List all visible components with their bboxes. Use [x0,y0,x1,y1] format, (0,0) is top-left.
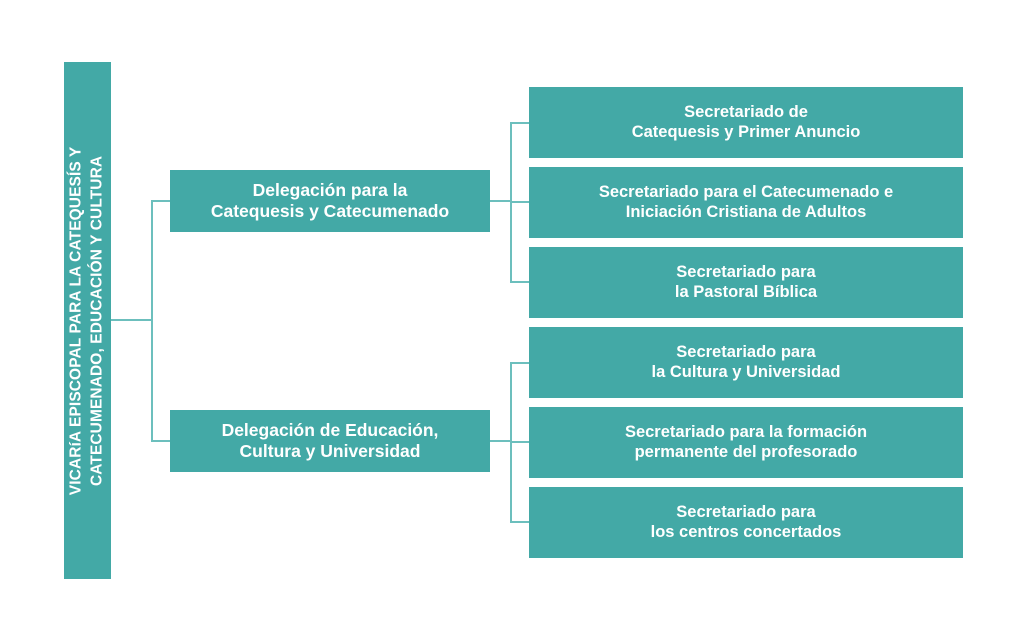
secretariat-3-label: Secretariado para la Pastoral Bíblica [675,263,817,302]
secretariat-5-label-line1: Secretariado para la formación [624,423,868,442]
secretariat-3-label-line1: Secretariado para [676,263,816,282]
connector-delegation-1-to-secretariat-2 [510,201,531,203]
secretariat-3-label-line2: la Pastoral Bíblica [674,282,818,301]
delegation-1-label: Delegación para la Catequesis y Catecume… [211,180,449,221]
secretariat-2-label-line1: Secretariado para el Catecumenado e [598,183,894,202]
secretariat-node-centros-concertados: Secretariado para los centros concertado… [529,487,963,558]
secretariat-node-catecumenado-iniciacion: Secretariado para el Catecumenado e Inic… [529,167,963,238]
connector-root-to-delegation-1 [151,200,172,202]
secretariat-node-formacion-profesorado: Secretariado para la formación permanent… [529,407,963,478]
connector-delegation-2-to-secretariat-5 [510,441,531,443]
secretariat-node-pastoral-biblica: Secretariado para la Pastoral Bíblica [529,247,963,318]
connector-delegation-2-stem [489,440,512,442]
connector-root-to-delegation-2 [151,440,172,442]
secretariat-6-label: Secretariado para los centros concertado… [651,503,842,542]
root-node-label-line2: CATECUMENADO, EDUCACIÓN Y CULTURA [88,155,106,486]
delegation-node-catequesis: Delegación para la Catequesis y Catecume… [170,170,490,232]
root-node-label: VICARíA EPISCOPAL PARA LA CATEQUESÍS Y C… [67,146,109,495]
connector-delegation-2-to-secretariat-6 [510,521,531,523]
delegation-2-label-line1: Delegación de Educación, [221,420,439,441]
secretariat-node-catequesis-primer-anuncio: Secretariado de Catequesis y Primer Anun… [529,87,963,158]
secretariat-1-label-line2: Catequesis y Primer Anuncio [631,122,861,141]
delegation-1-label-line1: Delegación para la [252,180,408,201]
secretariat-5-label-line2: permanente del profesorado [634,442,858,461]
secretariat-1-label-line1: Secretariado de [684,103,808,122]
secretariat-node-cultura-universidad: Secretariado para la Cultura y Universid… [529,327,963,398]
connector-delegation-2-to-secretariat-4 [510,362,531,364]
secretariat-2-label-line2: Iniciación Cristiana de Adultos [625,202,867,221]
connector-root-spine [151,200,153,441]
secretariat-2-label: Secretariado para el Catecumenado e Inic… [599,183,893,222]
root-node-vicaria: VICARíA EPISCOPAL PARA LA CATEQUESÍS Y C… [64,62,111,579]
delegation-1-label-line2: Catequesis y Catecumenado [210,201,450,221]
secretariat-4-label-line2: la Cultura y Universidad [651,362,841,381]
secretariat-6-label-line1: Secretariado para [676,503,816,522]
secretariat-1-label: Secretariado de Catequesis y Primer Anun… [632,103,861,142]
secretariat-6-label-line2: los centros concertados [650,522,842,541]
root-node-label-line1: VICARíA EPISCOPAL PARA LA CATEQUESÍS Y [67,146,85,495]
secretariat-5-label: Secretariado para la formación permanent… [625,423,867,462]
connector-delegation-1-to-secretariat-3 [510,281,531,283]
connector-delegation-1-stem [489,200,512,202]
connector-root-stem [111,319,153,321]
delegation-2-label-line2: Cultura y Universidad [239,441,421,461]
connector-delegation-1-to-secretariat-1 [510,122,531,124]
secretariat-4-label: Secretariado para la Cultura y Universid… [652,343,841,382]
delegation-node-educacion: Delegación de Educación, Cultura y Unive… [170,410,490,472]
secretariat-4-label-line1: Secretariado para [676,343,816,362]
delegation-2-label: Delegación de Educación, Cultura y Unive… [222,420,439,461]
